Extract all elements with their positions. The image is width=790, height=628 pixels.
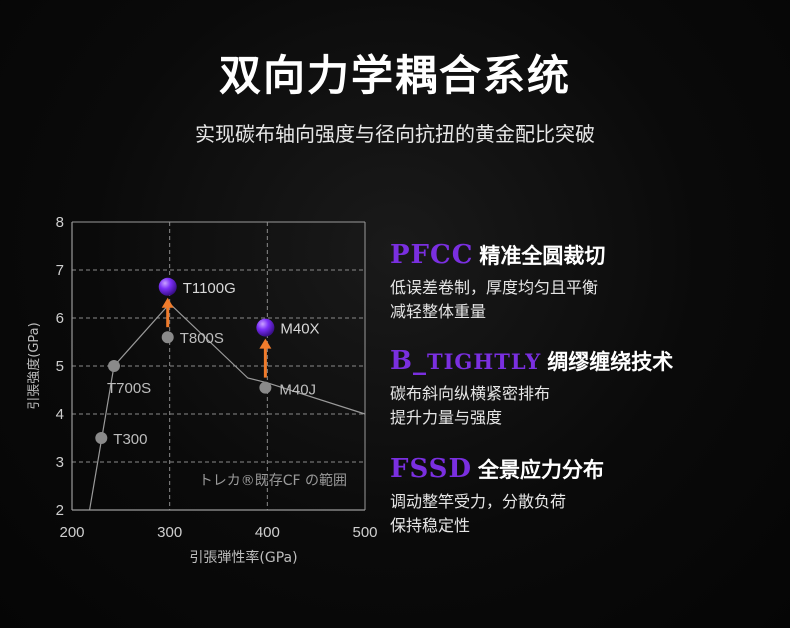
point-label: T800S [180,330,224,347]
y-tick-label: 3 [56,454,64,471]
new-fiber-point [256,318,275,337]
existing-fiber-point [161,331,174,344]
feature-heading: 绸缪缠绕技术 [547,350,674,374]
y-tick-label: 5 [56,358,64,375]
chart-envelope [88,302,366,511]
x-tick-label: 300 [157,524,182,541]
point-label: T700S [107,380,151,397]
existing-fiber-point [259,381,272,394]
envelope-line [88,302,366,511]
feature-heading: 精准全圆裁切 [479,244,606,268]
chart-grid [72,222,365,510]
feature-desc-line: 减轻整体重量 [390,302,487,321]
feature-pfcc: PFCC 精准全圆裁切 低误差卷制，厚度均匀且平衡 减轻整体重量 [390,240,605,324]
y-tick-label: 8 [56,214,64,231]
feature-brand: PFCC [390,240,474,270]
existing-fiber-point [107,360,120,372]
feature-desc-line: 低误差卷制，厚度均匀且平衡 [390,278,599,297]
x-axis-title: 引張弾性率(GPa) [189,549,297,566]
point-label: M40X [280,321,319,338]
feature-brand: B_TIGHTLY [390,346,541,376]
y-axis-title: 引張強度(GPa) [26,322,42,409]
chart-text: 2 3 4 5 6 7 8 200 300 400 500 引張弾性率(GPa) 引張強度(GPa) T3… [26,214,378,566]
feature-desc-line: 调动整竿受力，分散负荷 [390,492,567,511]
page-title: 双向力学耦合系统 [218,51,571,100]
existing-fiber-point [95,432,108,444]
chart-arrows [161,297,272,378]
chart-annotation: トレカ®既存CF の範囲 [199,472,347,489]
upgrade-arrow-head [161,297,174,308]
y-tick-label: 7 [56,262,64,279]
chart-points [95,277,275,444]
feature-heading: 全景应力分布 [478,458,604,482]
feature-brand-main: B [390,346,413,376]
feature-b-tightly: B_TIGHTLY 绸缪缠绕技术 碳布斜向纵横紧密排布 提升力量与强度 [390,346,673,430]
y-tick-label: 2 [56,502,64,519]
point-label: T1100G [183,280,236,297]
feature-brand-rest: TIGHTLY [426,349,542,374]
y-tick-label: 4 [56,406,64,423]
feature-brand-sep: _ [412,346,427,376]
feature-desc-line: 保持稳定性 [390,516,471,535]
upgrade-arrow-head [259,338,272,349]
y-tick-label: 6 [56,310,64,327]
x-tick-label: 400 [255,524,280,541]
feature-fssd: FSSD 全景应力分布 调动整竿受力，分散负荷 保持稳定性 [390,454,604,538]
x-tick-label: 200 [59,524,84,541]
feature-desc-line: 碳布斜向纵横紧密排布 [390,384,551,403]
feature-desc-line: 提升力量与强度 [390,408,503,427]
page-subtitle: 实现碳布轴向强度与径向抗扭的黄金配比突破 [195,122,595,146]
point-label: T300 [113,431,147,448]
new-fiber-point [158,277,177,296]
point-label: M40J [279,382,316,399]
feature-brand: FSSD [390,454,472,484]
x-tick-label: 500 [352,524,377,541]
chart-axes [71,221,366,511]
